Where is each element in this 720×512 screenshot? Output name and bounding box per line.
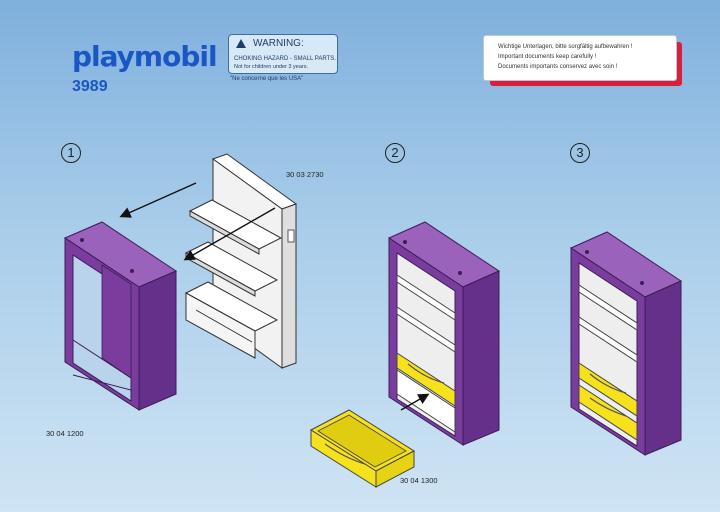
notice-line-de: Wichtige Unterlagen, bitte sorgfältig au… [498, 44, 633, 50]
shelf-complete [569, 231, 683, 456]
warning-title: WARNING: [253, 38, 304, 49]
arrow-drawer [400, 393, 430, 411]
drawer-loose [310, 409, 415, 488]
documents-notice: Wichtige Unterlagen, bitte sorgfältig au… [483, 35, 677, 81]
notice-line-fr: Documents importants conservez avec soin… [498, 64, 618, 70]
frame-empty [63, 221, 178, 411]
brand-logo: playmobil [72, 40, 218, 73]
part-number-shelf-insert: 30 03 2730 [286, 170, 324, 179]
part-number-drawer: 30 04 1300 [400, 476, 438, 485]
shelf-step-2 [387, 221, 501, 446]
set-number: 3989 [72, 78, 108, 95]
step-3-marker: 3 [570, 143, 590, 163]
step-1-marker: 1 [61, 143, 81, 163]
notice-line-en: Important documents keep carefully ! [498, 54, 597, 60]
shelf-insert [184, 153, 298, 369]
warning-line-1: CHOKING HAZARD - SMALL PARTS. [234, 56, 336, 62]
warning-icon [236, 39, 246, 48]
step-2-marker: 2 [385, 143, 405, 163]
part-number-frame: 30 04 1200 [46, 429, 84, 438]
warning-line-2: Not for children under 3 years. [234, 64, 308, 70]
arrow-insert-2 [183, 207, 276, 261]
warning-box: WARNING: CHOKING HAZARD - SMALL PARTS. N… [228, 34, 338, 74]
arrow-insert-1 [119, 182, 197, 218]
usa-note: "Ne concerne que les USA" [230, 76, 304, 82]
